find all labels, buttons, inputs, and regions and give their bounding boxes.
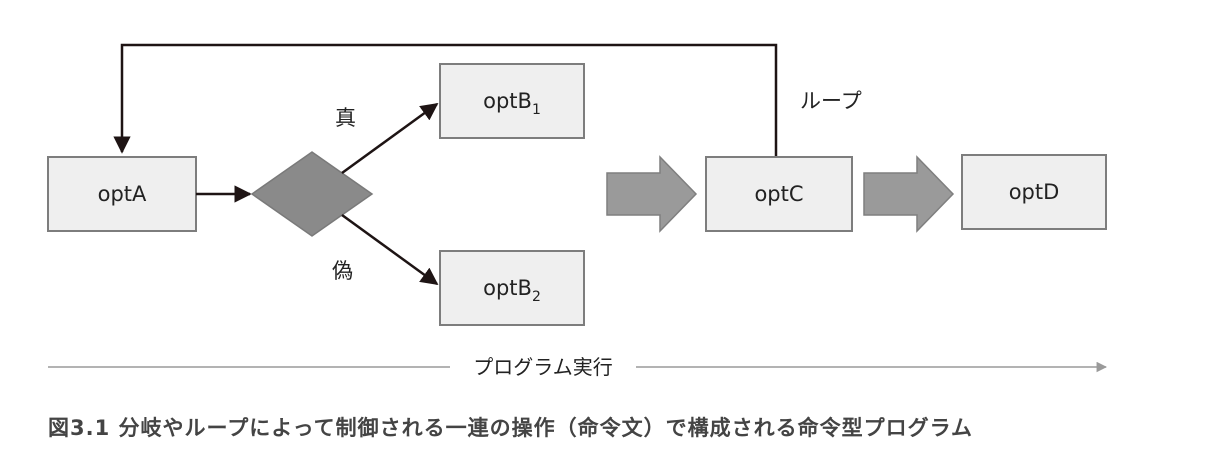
block-arrow-to-optC: [606, 155, 698, 233]
node-optB1: optB1: [439, 63, 585, 139]
node-optD-label: optD: [1009, 180, 1060, 204]
node-optC-label: optC: [754, 182, 803, 206]
node-optB2-label: optB: [483, 276, 532, 300]
figure-caption: 図3.1 分岐やループによって制御される一連の操作（命令文）で構成される命令型プ…: [48, 416, 973, 440]
block-arrow-to-optD: [863, 155, 955, 233]
node-optA-label: optA: [98, 182, 147, 206]
node-optB2: optB2: [439, 250, 585, 326]
node-optA: optA: [47, 156, 197, 232]
edge-true: [341, 102, 439, 175]
svg-text:optB1: optB1: [483, 89, 541, 118]
node-optB1-subscript: 1: [532, 102, 541, 118]
loop-label: ループ: [800, 89, 862, 113]
loop-connector: [113, 43, 778, 157]
node-optB1-label: optB: [483, 89, 532, 113]
false-label: 偽: [332, 259, 353, 283]
svg-text:optB2: optB2: [483, 276, 541, 305]
true-label: 真: [335, 106, 356, 130]
node-optC: optC: [705, 156, 853, 232]
timeline-label: プログラム実行: [473, 355, 612, 379]
node-optB2-subscript: 2: [532, 289, 541, 305]
node-optD: optD: [961, 154, 1107, 230]
edge-false: [341, 213, 439, 286]
